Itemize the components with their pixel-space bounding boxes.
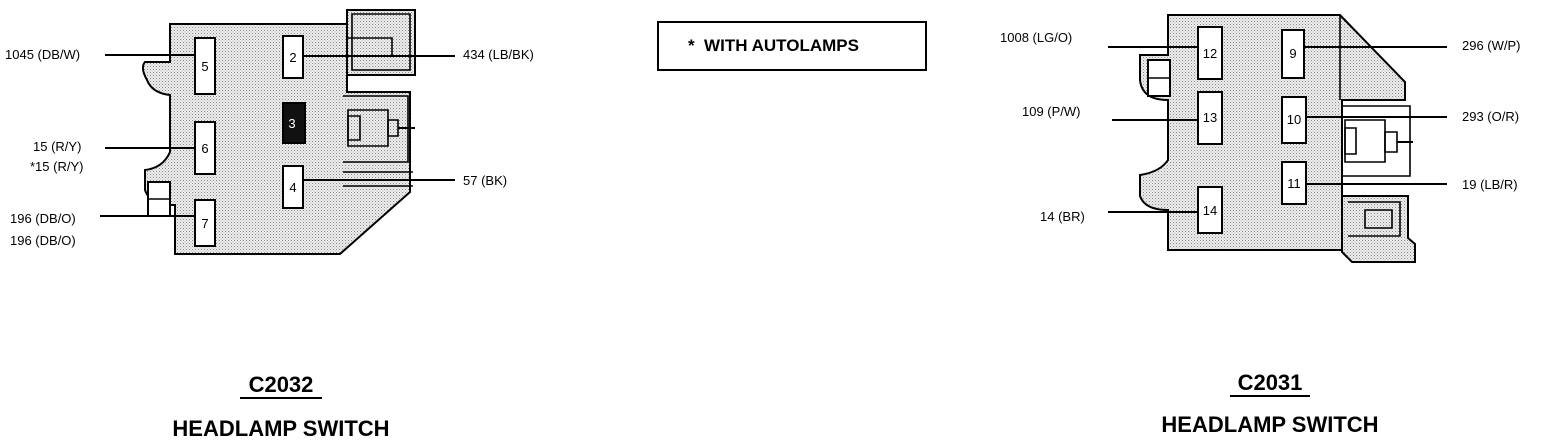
c2032-pin-4 xyxy=(282,165,304,209)
wire-label-15-auto: *15 (R/Y) xyxy=(30,159,83,174)
connector-c2031-latch xyxy=(1341,195,1416,263)
note-box xyxy=(657,21,927,71)
c2031-pin-10 xyxy=(1281,96,1307,144)
wire-label-109: 109 (P/W) xyxy=(1022,104,1081,119)
c2032-pin-7 xyxy=(194,199,216,247)
wire-label-293: 293 (O/R) xyxy=(1462,109,1519,124)
connector-c2031: 12 9 13 10 11 14 1008 (LG/O) 296 (W/P) 1… xyxy=(1000,14,1521,263)
c2031-pin-11-number: 11 xyxy=(1287,176,1301,191)
c2032-pin-7-number: 7 xyxy=(201,216,208,231)
c2031-pin-9 xyxy=(1281,29,1305,79)
c2032-connector-id: C2032 xyxy=(249,372,314,397)
connector-c2032-latch xyxy=(346,9,416,76)
c2031-pin-12-number: 12 xyxy=(1203,46,1217,61)
c2031-pin-13-number: 13 xyxy=(1203,110,1217,125)
c2032-pin-3 xyxy=(282,102,306,144)
wire-label-1008: 1008 (LG/O) xyxy=(1000,30,1072,45)
c2031-pin-10-number: 10 xyxy=(1287,112,1301,127)
c2031-connector-name: HEADLAMP SWITCH xyxy=(1161,412,1378,437)
wire-label-196-b: 196 (DB/O) xyxy=(10,233,76,248)
c2032-pin-5-number: 5 xyxy=(201,59,208,74)
c2031-pin-14-number: 14 xyxy=(1203,203,1217,218)
c2032-connector-name: HEADLAMP SWITCH xyxy=(172,416,389,441)
wire-label-19: 19 (LB/R) xyxy=(1462,177,1518,192)
c2031-pin-13 xyxy=(1197,91,1223,145)
c2031-pin-11 xyxy=(1281,161,1307,205)
wire-label-296: 296 (W/P) xyxy=(1462,38,1521,53)
wire-label-14: 14 (BR) xyxy=(1040,209,1085,224)
wire-label-1045: 1045 (DB/W) xyxy=(5,47,80,62)
wire-label-434: 434 (LB/BK) xyxy=(463,47,534,62)
c2031-pin-9-number: 9 xyxy=(1289,46,1296,61)
wire-label-57: 57 (BK) xyxy=(463,173,507,188)
wire-label-196-a: 196 (DB/O) xyxy=(10,211,76,226)
c2031-connector-id: C2031 xyxy=(1238,370,1303,395)
c2031-pin-12 xyxy=(1197,26,1223,80)
c2031-pin-14 xyxy=(1197,186,1223,234)
connector-c2032: 5 2 3 6 4 7 1045 (DB/W) 434 (LB/BK) 15 (… xyxy=(5,9,534,255)
c2032-pin-2-number: 2 xyxy=(289,50,296,65)
c2032-pin-5 xyxy=(194,37,216,95)
c2032-pin-6-number: 6 xyxy=(201,141,208,156)
c2032-pin-4-number: 4 xyxy=(289,180,296,195)
wire-label-15: 15 (R/Y) xyxy=(33,139,81,154)
c2032-pin-3-number: 3 xyxy=(288,116,295,131)
note-text: * WITH AUTOLAMPS xyxy=(688,36,859,55)
